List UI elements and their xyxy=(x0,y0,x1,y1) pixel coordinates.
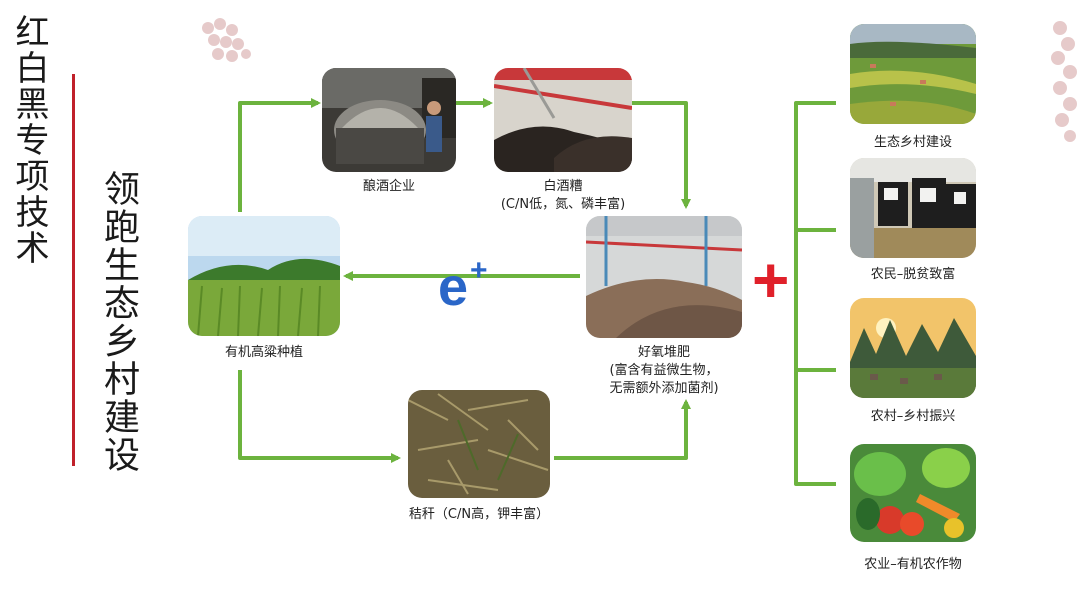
straw-label: 秸秆（C/N高，钾丰富） xyxy=(408,507,550,522)
lees-photo xyxy=(494,68,632,172)
arrow-lees-to-compost xyxy=(632,101,691,209)
sorghum-decoration xyxy=(1051,21,1077,142)
red-plus-symbol: + xyxy=(752,244,790,316)
outcome-label-agriculture: 农业–有机农作物 xyxy=(864,557,962,572)
arrow-straw-to-compost xyxy=(554,399,691,460)
lees-name: 白酒糟 xyxy=(543,179,583,194)
outcome-label-rural: 农村–乡村振兴 xyxy=(870,409,956,424)
outcome-label-village: 生态乡村建设 xyxy=(873,135,952,150)
cattle-farm-photo xyxy=(850,158,976,258)
vegetables-photo xyxy=(850,444,976,542)
village-aerial-photo xyxy=(850,24,976,124)
lees-label: 白酒糟 (C/N低，氮、磷丰富) xyxy=(466,178,660,214)
subtitle: 领跑生态乡村建设 xyxy=(98,170,139,474)
compost-note-1: (富含有益微生物， xyxy=(609,363,719,378)
karst-village-photo xyxy=(850,298,976,398)
sorghum-field-photo xyxy=(188,216,340,336)
lees-note: (C/N低，氮、磷丰富) xyxy=(500,197,626,212)
compost-label: 好氧堆肥 (富含有益微生物， 无需额外添加菌剂) xyxy=(578,344,750,398)
brewery-photo xyxy=(322,68,456,172)
compost-note-2: 无需额外添加菌剂) xyxy=(609,381,719,396)
outcome-bracket xyxy=(794,101,836,486)
compost-name: 好氧堆肥 xyxy=(637,345,690,360)
arrow-sorghum-to-straw xyxy=(238,370,401,463)
e-sup: + xyxy=(470,254,488,287)
e-letter: e xyxy=(438,257,469,317)
compost-photo xyxy=(586,216,742,338)
brewery-label: 酿酒企业 xyxy=(362,179,415,194)
sorghum-decoration xyxy=(202,18,251,62)
sorghum-label: 有机高粱种植 xyxy=(224,345,303,360)
e-plus-symbol: e+ xyxy=(438,250,488,314)
straw-photo xyxy=(408,390,550,498)
main-title: 红白黑专项技术 xyxy=(9,14,49,266)
divider-line xyxy=(72,74,75,466)
outcome-label-farmers: 农民–脱贫致富 xyxy=(870,267,956,282)
arrow-sorghum-to-brewery xyxy=(238,98,321,212)
